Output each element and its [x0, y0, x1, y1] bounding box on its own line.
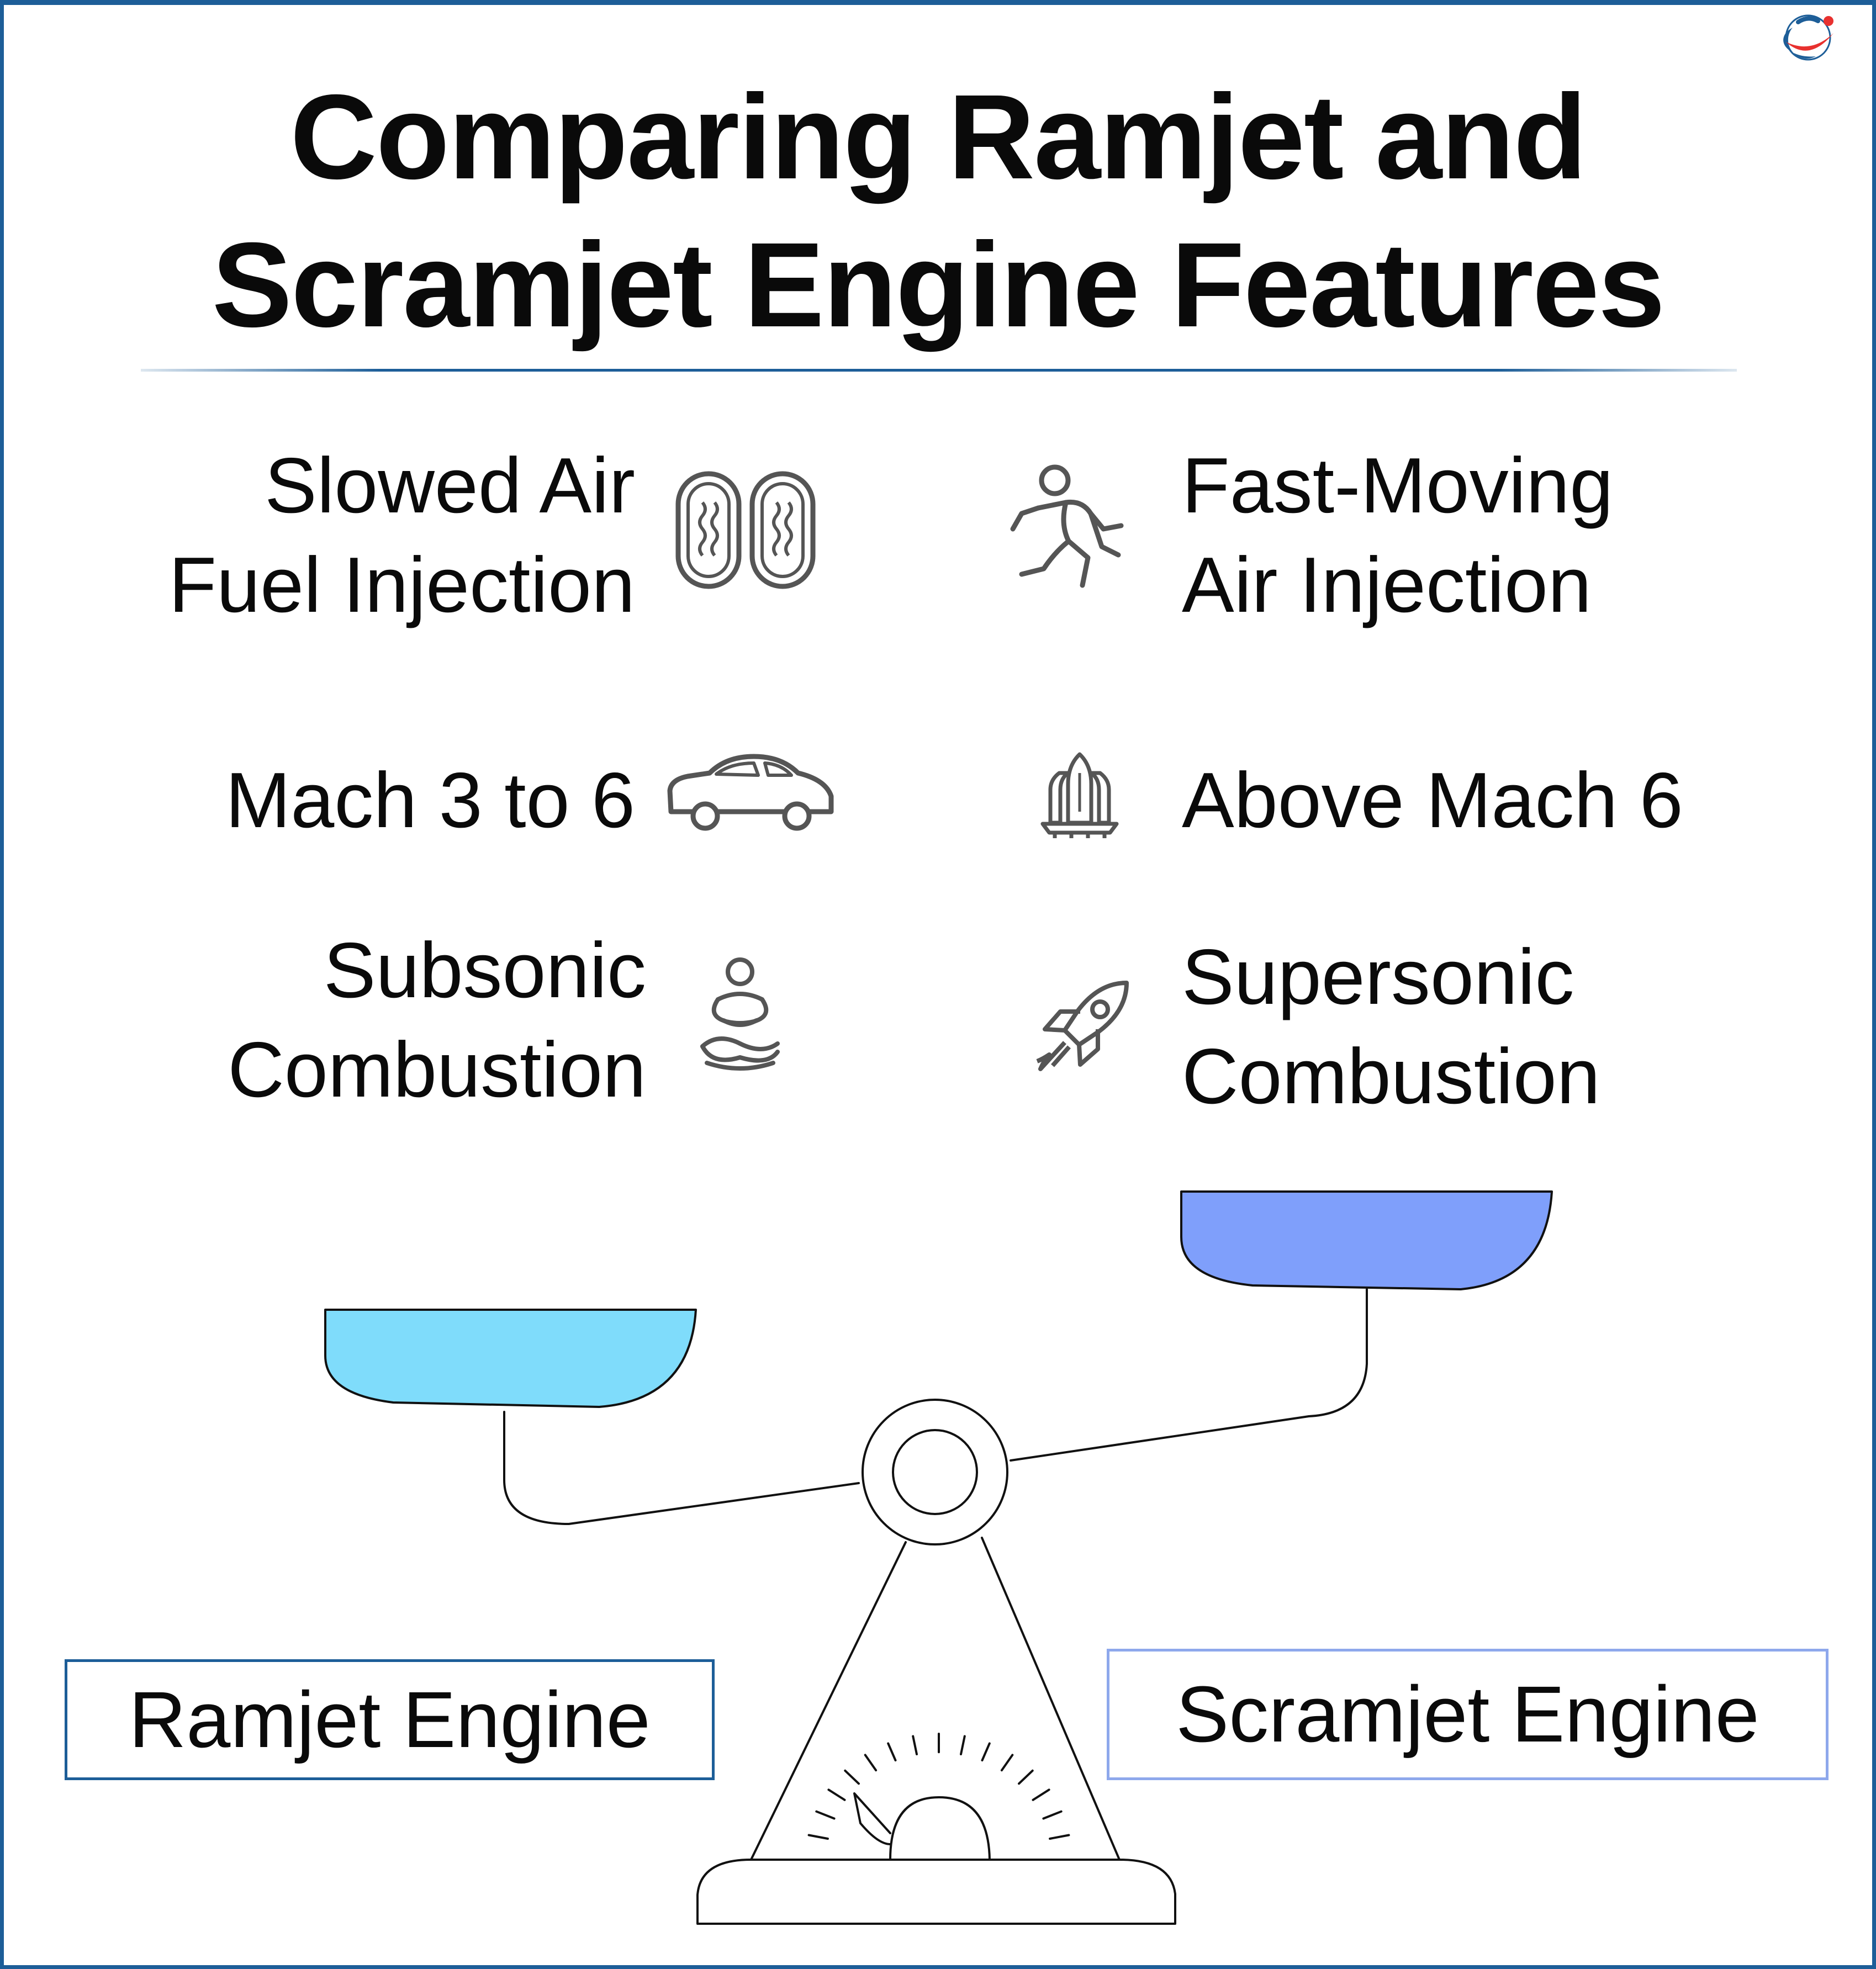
tires-icon [674, 469, 817, 591]
title-line-2: Scramjet Engine Features [212, 218, 1666, 352]
scramjet-feature-combustion: Supersonic Combustion [1182, 933, 1600, 1120]
title-divider [141, 369, 1737, 372]
page-title: Comparing Ramjet and Scramjet Engine Fea… [55, 63, 1821, 359]
rocket-icon [1033, 977, 1132, 1077]
ramjet-feature-combustion: Subsonic Combustion [228, 927, 646, 1114]
scramjet-feature-speed: Above Mach 6 [1182, 756, 1683, 844]
meditation-icon [696, 955, 784, 1077]
space-shuttle-icon [1038, 751, 1121, 839]
car-icon [665, 751, 837, 834]
scramjet-engine-label: Scramjet Engine [1107, 1649, 1829, 1780]
ramjet-engine-label: Ramjet Engine [65, 1659, 715, 1780]
brand-logo [1776, 6, 1842, 72]
ramjet-feature-speed: Mach 3 to 6 [225, 756, 635, 844]
running-person-icon [1005, 464, 1132, 596]
title-line-1: Comparing Ramjet and [290, 70, 1587, 204]
ramjet-feature-fuel-injection: Slowed Air Fuel Injection [168, 442, 635, 629]
scramjet-feature-air-injection: Fast-Moving Air Injection [1182, 442, 1614, 629]
